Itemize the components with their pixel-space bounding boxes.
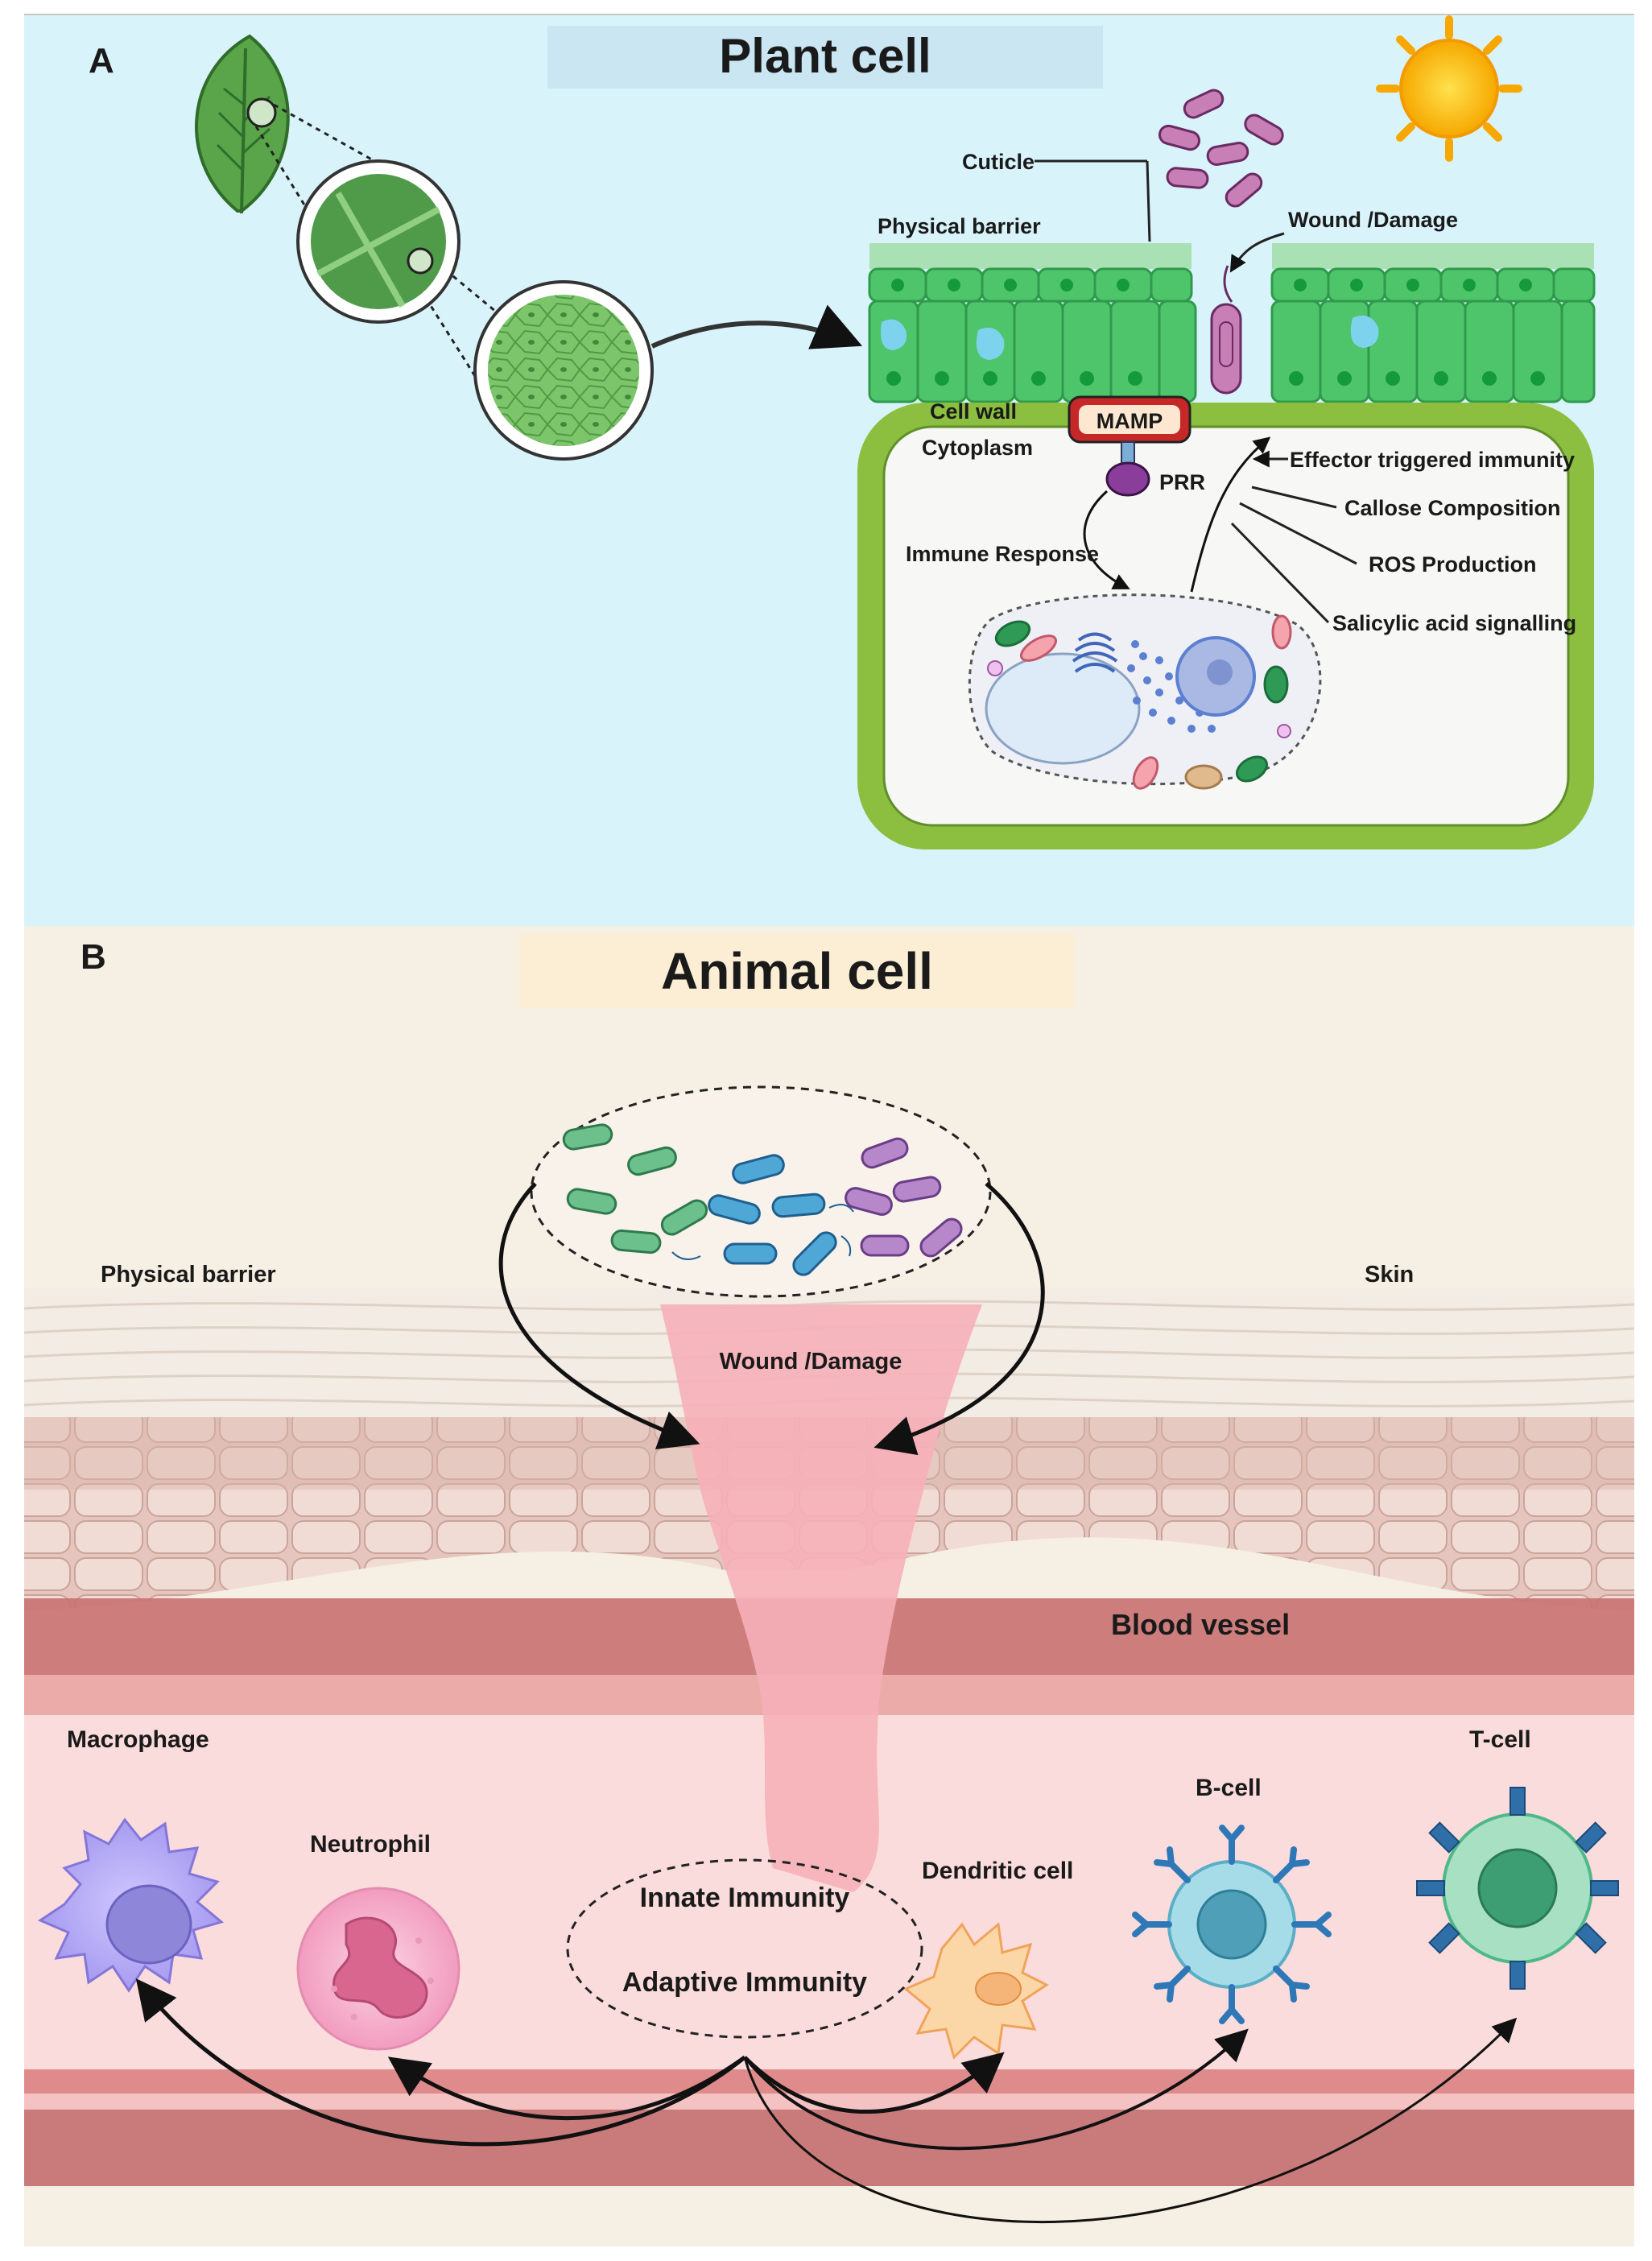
- vacuoles: [881, 315, 1379, 360]
- cuticle-layer-left: [869, 243, 1192, 269]
- immune-response-arrow: [1083, 490, 1130, 589]
- macrophage-cell: [37, 1817, 225, 1993]
- label-skin: Skin: [1365, 1262, 1414, 1288]
- mamp-inner: [1079, 405, 1180, 434]
- label-blood-vessel: Blood vessel: [1111, 1608, 1290, 1641]
- label-salicylic: Salicylic acid signalling: [1332, 611, 1576, 635]
- chloroplasts: [994, 620, 1289, 783]
- endoplasmic-reticulum: [1127, 640, 1216, 733]
- label-adaptive-immunity: Adaptive Immunity: [622, 1967, 867, 1998]
- mitochondria: [1020, 614, 1292, 790]
- label-cuticle: Cuticle: [962, 150, 1035, 174]
- t-cell: [1416, 1787, 1619, 1990]
- bacteria-cluster-b: [530, 1085, 992, 1298]
- prr-stalk: [1121, 441, 1135, 465]
- invasion-arrow-left: [498, 1182, 700, 1449]
- label-dendritic-cell: Dendritic cell: [922, 1858, 1073, 1884]
- panel-a: A Plant cell: [24, 14, 1634, 926]
- leaf-zoom-circle-1: [296, 159, 460, 324]
- prr-receptor: [1105, 461, 1150, 497]
- label-innate-immunity: Innate Immunity: [640, 1883, 850, 1913]
- label-b-cell: B-cell: [1196, 1775, 1262, 1801]
- label-leaders: [1035, 159, 1357, 624]
- label-physical-barrier-b: Physical barrier: [101, 1262, 276, 1288]
- amyloplast: [1184, 764, 1223, 790]
- label-macrophage: Macrophage: [67, 1726, 209, 1753]
- label-callose: Callose Composition: [1344, 496, 1561, 520]
- sun-icon: [1376, 15, 1522, 162]
- central-vacuole: [985, 652, 1141, 765]
- label-ros: ROS Production: [1369, 552, 1537, 577]
- leaf-zoom-circle-2: [473, 280, 654, 461]
- leaf-icon: [195, 34, 290, 214]
- neutrophil-cell: [296, 1887, 460, 2051]
- panel-a-title-box: [547, 26, 1103, 89]
- zoom-arrow: [650, 304, 863, 349]
- label-cytoplasm: Cytoplasm: [922, 436, 1033, 460]
- immune-cell-arrows: [135, 1978, 1518, 2224]
- mamp-label: MAMP: [1097, 409, 1163, 433]
- label-physical-barrier-a: Physical barrier: [878, 214, 1041, 238]
- label-cell-wall: Cell wall: [930, 399, 1017, 424]
- label-wound-b: Wound /Damage: [720, 1349, 902, 1374]
- label-prr: PRR: [1159, 470, 1205, 494]
- dendritic-cell: [903, 1922, 1049, 2060]
- nucleolus: [1207, 659, 1233, 685]
- label-immune-response: Immune Response: [906, 542, 1099, 566]
- peroxisomes: [987, 660, 1291, 738]
- invading-bacterium: [1210, 265, 1242, 395]
- plant-cell: [857, 403, 1594, 849]
- panel-b-title-box: [519, 934, 1075, 1008]
- label-effector-immunity: Effector triggered immunity: [1290, 448, 1575, 472]
- label-neutrophil: Neutrophil: [310, 1831, 431, 1858]
- cuticle-layer-right: [1272, 243, 1594, 269]
- bacteria-cluster-a: [1158, 89, 1284, 208]
- panel-a-title: Plant cell: [719, 29, 931, 83]
- panel-a-letter: A: [89, 41, 114, 81]
- mamp-receptor: MAMP: [1068, 395, 1192, 497]
- vessel-line-mid: [24, 2094, 1634, 2110]
- epidermis-nuclei: [886, 279, 1545, 386]
- golgi: [1072, 632, 1118, 673]
- panel-b: B Animal cell: [23, 926, 1635, 2247]
- immunity-ellipse: [566, 1858, 923, 2039]
- label-wound-a: Wound /Damage: [1288, 208, 1458, 232]
- b-cell: [1132, 1825, 1332, 2024]
- panel-b-title: Animal cell: [661, 942, 933, 1000]
- invasion-arrow-right: [873, 1182, 1045, 1456]
- panel-b-letter: B: [81, 937, 106, 977]
- label-t-cell: T-cell: [1469, 1726, 1531, 1753]
- vessel-line-top: [24, 2069, 1634, 2094]
